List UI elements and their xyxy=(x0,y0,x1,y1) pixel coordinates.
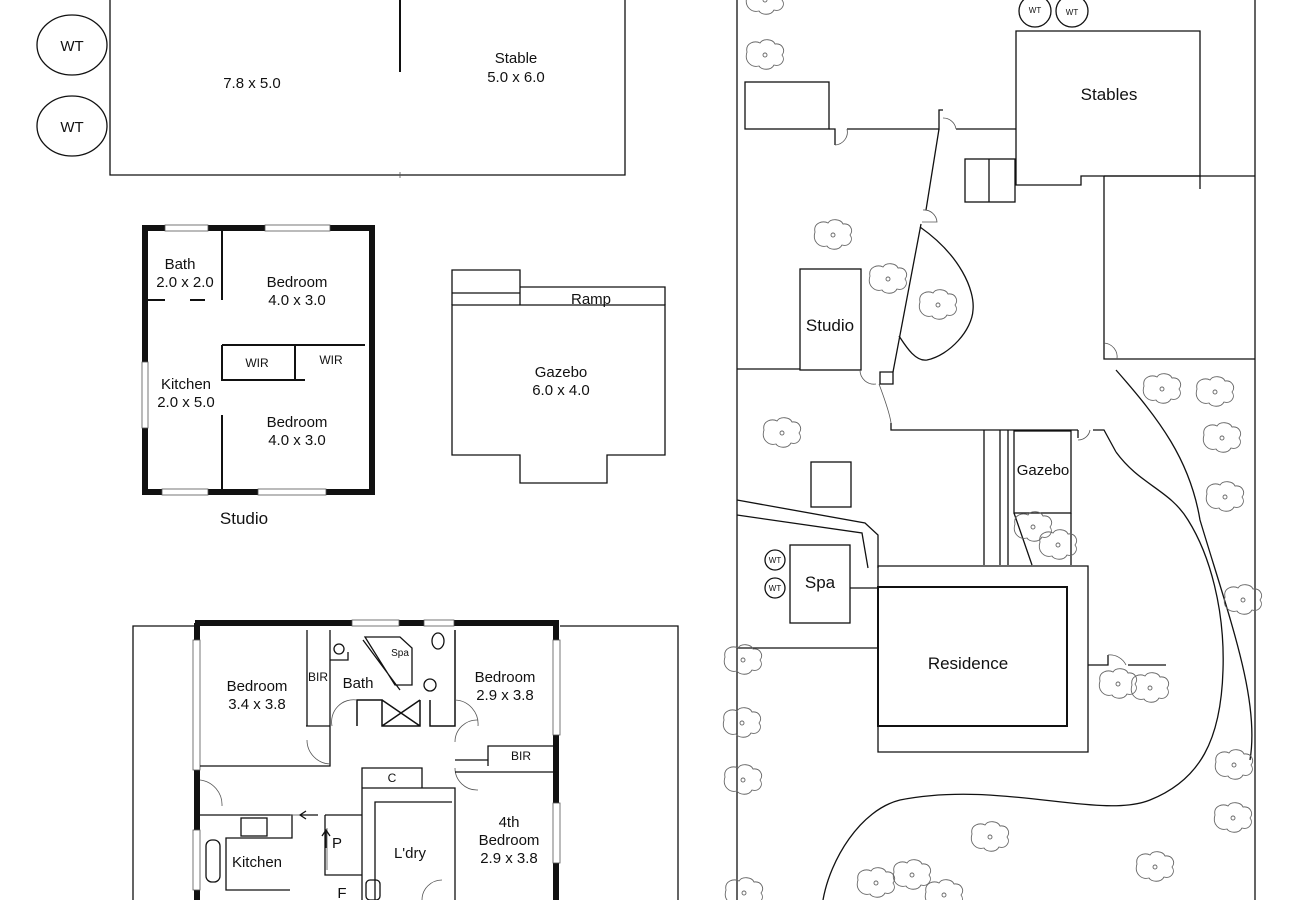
res-bath-label: Bath xyxy=(343,675,374,692)
res-pantry: P xyxy=(332,835,342,852)
site-water-tank-2: WT xyxy=(1066,8,1079,17)
studio-bath-size: 2.0 x 2.0 xyxy=(156,274,214,291)
site-spa-tank-1: WT xyxy=(769,556,782,565)
site-water-tank-1: WT xyxy=(1029,6,1042,15)
site-plan: WT WT Stables Studio Gazebo xyxy=(722,0,1263,900)
gazebo-plan: Ramp Gazebo 6.0 x 4.0 xyxy=(451,269,666,484)
studio-kitchen-size: 2.0 x 5.0 xyxy=(157,394,215,411)
studio-wir1: WIR xyxy=(245,356,269,370)
site-spa-label: Spa xyxy=(805,573,836,592)
residence-plan: Bedroom 3.4 x 3.8 BIR Bath Spa Bedroom 2… xyxy=(132,619,679,900)
studio-bedroom2-label: Bedroom xyxy=(267,414,328,431)
res-kitchen-label: Kitchen xyxy=(232,854,282,871)
studio-kitchen-label: Kitchen xyxy=(161,376,211,393)
outbuilding-plan: WT WT 7.8 x 5.0 Stable 5.0 x 6.0 xyxy=(36,0,626,178)
res-bedroom4-size: 2.9 x 3.8 xyxy=(480,850,538,867)
res-bedroom4-label2: Bedroom xyxy=(479,832,540,849)
site-residence-label: Residence xyxy=(928,654,1008,673)
site-stables-label: Stables xyxy=(1081,85,1138,104)
studio-plan: Bath 2.0 x 2.0 Bedroom 4.0 x 3.0 WIR WIR… xyxy=(141,224,375,528)
res-bedroom2-label: Bedroom xyxy=(475,669,536,686)
gazebo-size: 6.0 x 4.0 xyxy=(532,382,590,399)
site-residence xyxy=(877,586,1068,727)
site-stables xyxy=(1015,30,1201,186)
ramp-label: Ramp xyxy=(571,291,611,308)
studio-bedroom1-label: Bedroom xyxy=(267,274,328,291)
studio-wir2: WIR xyxy=(319,353,343,367)
site-spa-tank-2: WT xyxy=(769,584,782,593)
studio-bedroom1-size: 4.0 x 3.0 xyxy=(268,292,326,309)
res-cupboard: C xyxy=(388,771,397,785)
studio-bedroom2-size: 4.0 x 3.0 xyxy=(268,432,326,449)
res-fridge: F xyxy=(337,885,346,900)
res-bedroom1-label: Bedroom xyxy=(227,678,288,695)
room-size: 7.8 x 5.0 xyxy=(223,75,281,92)
outbuilding-walls xyxy=(109,0,626,176)
water-tank-1-label: WT xyxy=(60,38,83,55)
studio-bath-label: Bath xyxy=(165,256,196,273)
res-bedroom4-label1: 4th xyxy=(499,814,520,831)
res-bedroom2-size: 2.9 x 3.8 xyxy=(476,687,534,704)
res-bir2: BIR xyxy=(511,749,531,763)
gazebo-walls xyxy=(451,304,666,484)
water-tank-2 xyxy=(36,95,108,157)
water-tank-1 xyxy=(36,14,108,76)
res-spa-label: Spa xyxy=(391,648,409,659)
water-tank-2-label: WT xyxy=(60,119,83,136)
stable-size: 5.0 x 6.0 xyxy=(487,69,545,86)
res-bir1: BIR xyxy=(308,670,328,684)
stable-label: Stable xyxy=(495,50,538,67)
res-laundry: L'dry xyxy=(394,845,427,862)
site-studio-label: Studio xyxy=(806,316,854,335)
site-gazebo-label: Gazebo xyxy=(1017,462,1070,479)
studio-title: Studio xyxy=(220,509,268,528)
gazebo-label: Gazebo xyxy=(535,364,588,381)
res-bedroom1-size: 3.4 x 3.8 xyxy=(228,696,286,713)
